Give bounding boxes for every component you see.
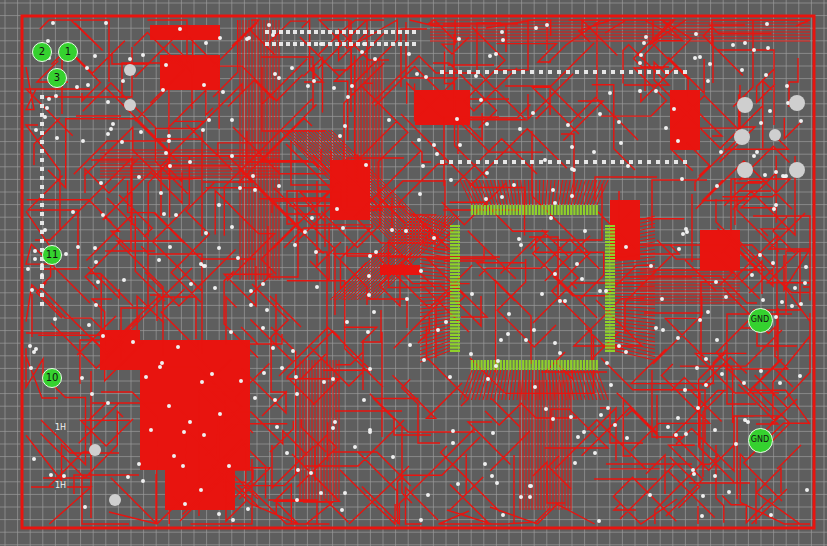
pad-number: 11: [46, 250, 59, 260]
mounting-hole: [89, 444, 101, 456]
qfp-pads: [450, 205, 615, 370]
fiducial-circle: 2: [32, 42, 52, 62]
fiducial-circle: 3: [47, 68, 67, 88]
mounting-hole: [789, 162, 805, 178]
fiducial-circle: GND: [748, 428, 773, 453]
mounting-hole: [737, 97, 753, 113]
mounting-hole: [124, 99, 136, 111]
pad-number: 3: [54, 73, 60, 83]
mounting-hole: [734, 129, 750, 145]
copper-pour: [100, 330, 140, 370]
mounting-hole: [109, 494, 121, 506]
board-outline: [22, 16, 814, 528]
trace: [26, 20, 810, 524]
pad-number: GND: [751, 316, 769, 324]
fiducial-circle: 1: [58, 42, 78, 62]
fiducial-circle: GND: [748, 308, 773, 333]
dip-pads: [40, 30, 687, 306]
silkscreen-label: 1H: [54, 482, 67, 490]
fan-out: [420, 180, 655, 400]
pad-number: 2: [39, 47, 45, 57]
silkscreen-label: 1H: [54, 424, 67, 432]
mounting-hole: [124, 64, 136, 76]
mounting-hole: [737, 162, 753, 178]
via: [26, 21, 809, 523]
pad-number: 1: [65, 47, 71, 57]
pad-number: 10: [46, 373, 59, 383]
mounting-hole: [769, 129, 781, 141]
pad-number: GND: [751, 436, 769, 444]
mounting-hole: [789, 95, 805, 111]
copper-pour: [700, 230, 740, 270]
copper-pour: [150, 25, 220, 40]
copper-pour: [670, 90, 700, 150]
fiducial-circle: 11: [42, 245, 62, 265]
fiducial-circle: 10: [42, 368, 62, 388]
